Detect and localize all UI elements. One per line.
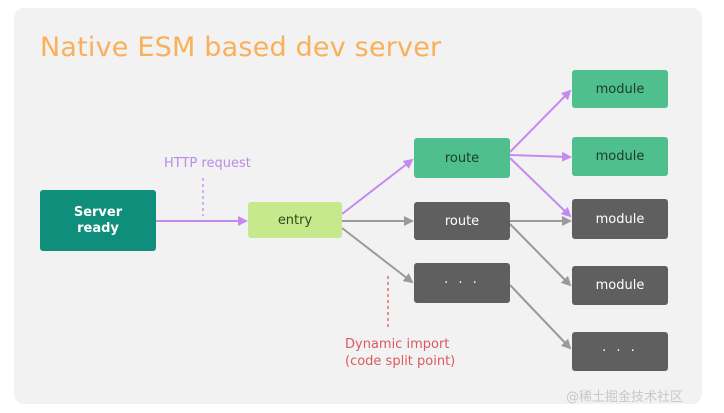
module-node-1: module: [572, 70, 668, 108]
edge-entry-dots: [341, 227, 414, 284]
ellipsis-node-middle: · · ·: [414, 263, 510, 303]
dynamic-import-label: Dynamic import (code split point): [345, 336, 455, 370]
edge-route-module1: [509, 89, 572, 153]
edge-route-module2: [509, 151, 572, 162]
server-node-line1: Server: [73, 204, 123, 220]
module-node-4: module: [572, 266, 668, 305]
server-node-line2: ready: [77, 220, 119, 236]
module-node-2: module: [572, 137, 668, 176]
dynamic-import-line2: (code split point): [345, 354, 456, 369]
entry-node: entry: [248, 202, 342, 238]
module-node-3: module: [572, 199, 668, 239]
watermark: @稀土掘金技术社区: [566, 390, 684, 405]
route-node-inactive: route: [414, 202, 510, 240]
dynamic-import-line1: Dynamic import: [345, 337, 450, 352]
edge-dots-dots: [509, 284, 572, 350]
edge-route2-module4: [509, 223, 572, 287]
edge-route-module3: [509, 157, 572, 218]
edge-entry-route-active: [341, 158, 414, 215]
server-ready-node: Server ready: [40, 190, 156, 251]
diagram-title: Native ESM based dev server: [40, 32, 442, 63]
ellipsis-node-right: · · ·: [572, 332, 668, 371]
route-node-active: route: [414, 138, 510, 178]
http-request-label: HTTP request: [164, 156, 251, 171]
